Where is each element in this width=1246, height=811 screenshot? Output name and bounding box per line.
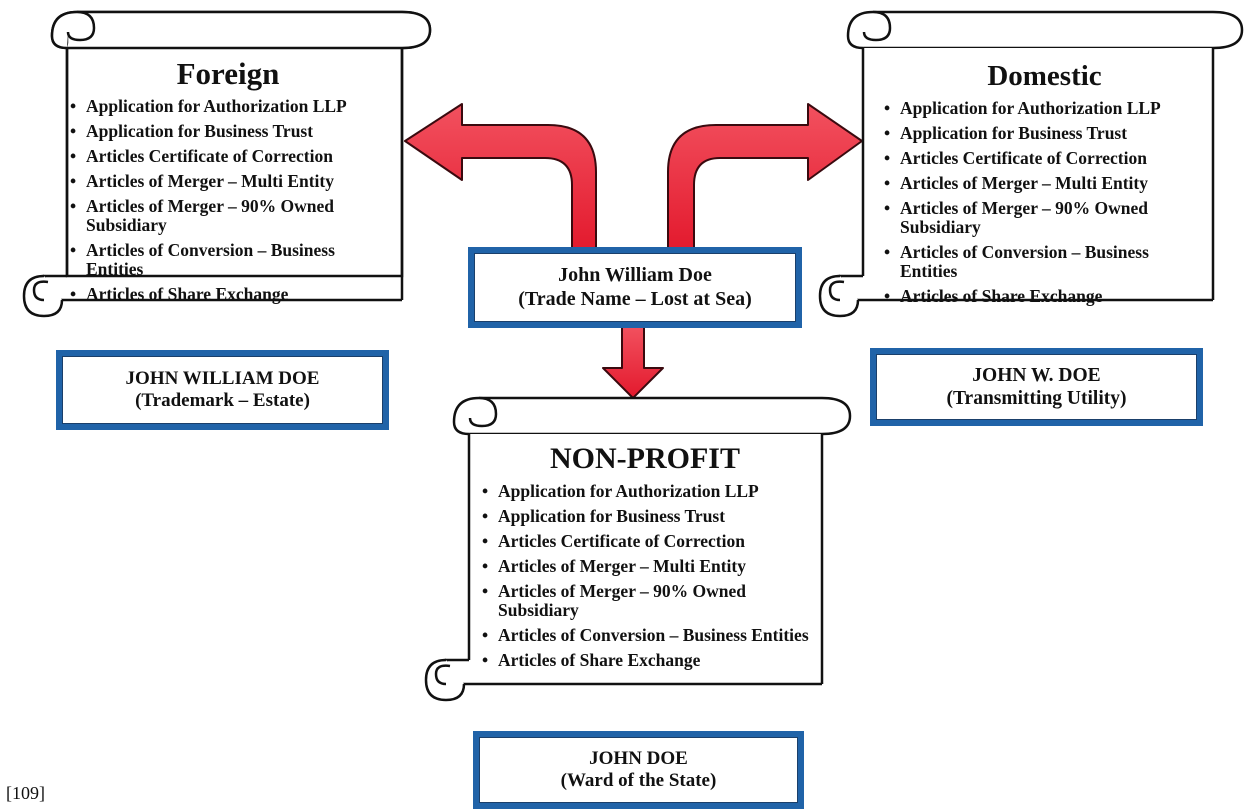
list-item: Articles of Share Exchange bbox=[68, 285, 388, 305]
list-item: Articles Certificate of Correction bbox=[882, 149, 1207, 169]
list-item: Application for Business Trust bbox=[480, 507, 810, 527]
center-subtitle: (Trade Name – Lost at Sea) bbox=[518, 287, 752, 310]
domestic-title: Domestic bbox=[987, 60, 1102, 92]
list-item: Application for Authorization LLP bbox=[882, 99, 1207, 119]
domestic-label-subtitle: (Transmitting Utility) bbox=[946, 388, 1127, 409]
domestic-scroll: Domestic Application for Authorization L… bbox=[818, 8, 1246, 324]
list-item: Articles of Merger – 90% Owned Subsidiar… bbox=[882, 199, 1207, 237]
list-item: Articles of Conversion – Business Entiti… bbox=[480, 626, 810, 646]
list-item: Application for Business Trust bbox=[882, 124, 1207, 144]
foreign-title: Foreign bbox=[176, 56, 280, 91]
list-item: Application for Authorization LLP bbox=[68, 97, 388, 117]
list-item: Articles Certificate of Correction bbox=[68, 147, 388, 167]
list-item: Articles of Share Exchange bbox=[882, 287, 1207, 307]
center-name: John William Doe bbox=[558, 263, 712, 286]
arrow-to-nonprofit bbox=[602, 325, 664, 399]
list-item: Articles of Merger – Multi Entity bbox=[882, 174, 1207, 194]
nonprofit-label-subtitle: (Ward of the State) bbox=[560, 770, 717, 791]
domestic-label-box: JOHN W. DOE (Transmitting Utility) bbox=[870, 348, 1203, 426]
page-number: [109] bbox=[6, 783, 45, 803]
list-item: Articles of Conversion – Business Entiti… bbox=[882, 243, 1207, 281]
list-item: Application for Authorization LLP bbox=[480, 482, 810, 502]
list-item: Articles of Merger – 90% Owned Subsidiar… bbox=[480, 582, 810, 620]
foreign-label-name: JOHN WILLIAM DOE bbox=[125, 367, 320, 389]
arrow-to-foreign bbox=[404, 103, 597, 253]
list-item: Articles of Merger – Multi Entity bbox=[68, 172, 388, 192]
nonprofit-title: NON-PROFIT bbox=[550, 442, 740, 475]
list-item: Application for Business Trust bbox=[68, 122, 388, 142]
foreign-scroll: Foreign Application for Authorization LL… bbox=[22, 8, 436, 324]
domestic-label-name: JOHN W. DOE bbox=[972, 365, 1101, 386]
nonprofit-scroll: NON-PROFIT Application for Authorization… bbox=[424, 394, 854, 706]
list-item: Articles of Share Exchange bbox=[480, 651, 810, 671]
nonprofit-label-name: JOHN DOE bbox=[589, 747, 688, 769]
center-name-box: John William Doe (Trade Name – Lost at S… bbox=[468, 247, 802, 328]
nonprofit-list: Application for Authorization LLP Applic… bbox=[480, 482, 810, 671]
list-item: Articles of Merger – 90% Owned Subsidiar… bbox=[68, 197, 388, 235]
nonprofit-label-box: JOHN DOE (Ward of the State) bbox=[473, 731, 804, 809]
arrow-to-domestic bbox=[667, 103, 863, 253]
list-item: Articles of Merger – Multi Entity bbox=[480, 557, 810, 577]
foreign-label-subtitle: (Trademark – Estate) bbox=[135, 390, 310, 411]
list-item: Articles of Conversion – Business Entiti… bbox=[68, 241, 388, 279]
domestic-list: Application for Authorization LLP Applic… bbox=[882, 99, 1207, 307]
foreign-label-box: JOHN WILLIAM DOE (Trademark – Estate) bbox=[56, 350, 389, 430]
foreign-list: Application for Authorization LLP Applic… bbox=[68, 97, 388, 305]
list-item: Articles Certificate of Correction bbox=[480, 532, 810, 552]
